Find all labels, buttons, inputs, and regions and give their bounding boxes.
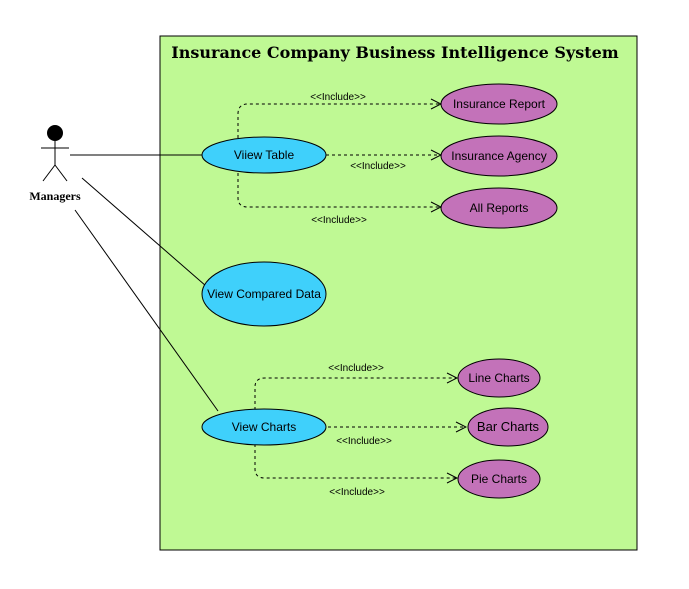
- include-arrow-pie-charts: [254, 444, 457, 478]
- usecase-bar-charts[interactable]: Bar Charts: [467, 407, 549, 447]
- include-label-pie-charts: <<Include>>: [329, 487, 385, 498]
- include-label-all-reports: <<Include>>: [311, 215, 367, 226]
- usecase-all-reports[interactable]: All Reports: [440, 187, 558, 229]
- usecase-view-table[interactable]: Viiew Table: [201, 136, 327, 174]
- actor-label: Managers: [29, 189, 81, 203]
- usecase-view-charts[interactable]: View Charts: [201, 408, 327, 446]
- include-arrow-all-reports: [237, 173, 441, 207]
- usecase-insurance-report-label: Insurance Report: [453, 97, 546, 111]
- usecase-view-table-shape: [201, 136, 327, 174]
- usecase-view-charts-shape: [201, 408, 327, 446]
- usecase-insurance-agency-shape: [440, 135, 558, 177]
- usecase-view-compared-data[interactable]: View Compared Data: [201, 261, 327, 327]
- usecase-insurance-report[interactable]: Insurance Report: [440, 83, 558, 125]
- usecase-bar-charts-shape: [467, 407, 549, 447]
- include-label-insurance-report: <<Include>>: [310, 92, 366, 103]
- usecase-insurance-report-shape: [440, 83, 558, 125]
- usecase-line-charts-shape: [457, 358, 541, 398]
- usecase-pie-charts-label: Pie Charts: [471, 472, 527, 486]
- usecase-insurance-agency[interactable]: Insurance Agency: [440, 135, 558, 177]
- include-label-line-charts: <<Include>>: [328, 363, 384, 374]
- actor-managers: Managers: [29, 125, 81, 203]
- usecase-insurance-agency-label: Insurance Agency: [451, 149, 546, 163]
- actor-head: [47, 125, 63, 141]
- association-view-compared-data: [81, 177, 207, 287]
- usecase-view-charts-label: View Charts: [232, 420, 296, 434]
- actor-left-leg: [42, 164, 56, 182]
- usecase-view-table-label: Viiew Table: [234, 148, 295, 162]
- usecase-all-reports-label: All Reports: [470, 201, 529, 215]
- usecase-pie-charts[interactable]: Pie Charts: [457, 459, 541, 499]
- usecase-line-charts[interactable]: Line Charts: [457, 358, 541, 398]
- association-view-charts: [74, 209, 219, 412]
- usecase-pie-charts-shape: [457, 459, 541, 499]
- usecase-view-compared-data-shape: [201, 261, 327, 327]
- usecase-bar-charts-label: Bar Charts: [477, 419, 540, 434]
- actor-right-leg: [54, 164, 68, 182]
- include-arrow-line-charts: [254, 378, 457, 410]
- include-label-bar-charts: <<Include>>: [336, 436, 392, 447]
- include-label-insurance-agency: <<Include>>: [350, 161, 406, 172]
- usecase-line-charts-label: Line Charts: [468, 371, 529, 385]
- system-title: Insurance Company Business Intelligence …: [171, 43, 619, 62]
- include-arrow-insurance-report: [237, 104, 441, 138]
- usecase-view-compared-data-label: View Compared Data: [207, 287, 321, 301]
- usecase-all-reports-shape: [440, 187, 558, 229]
